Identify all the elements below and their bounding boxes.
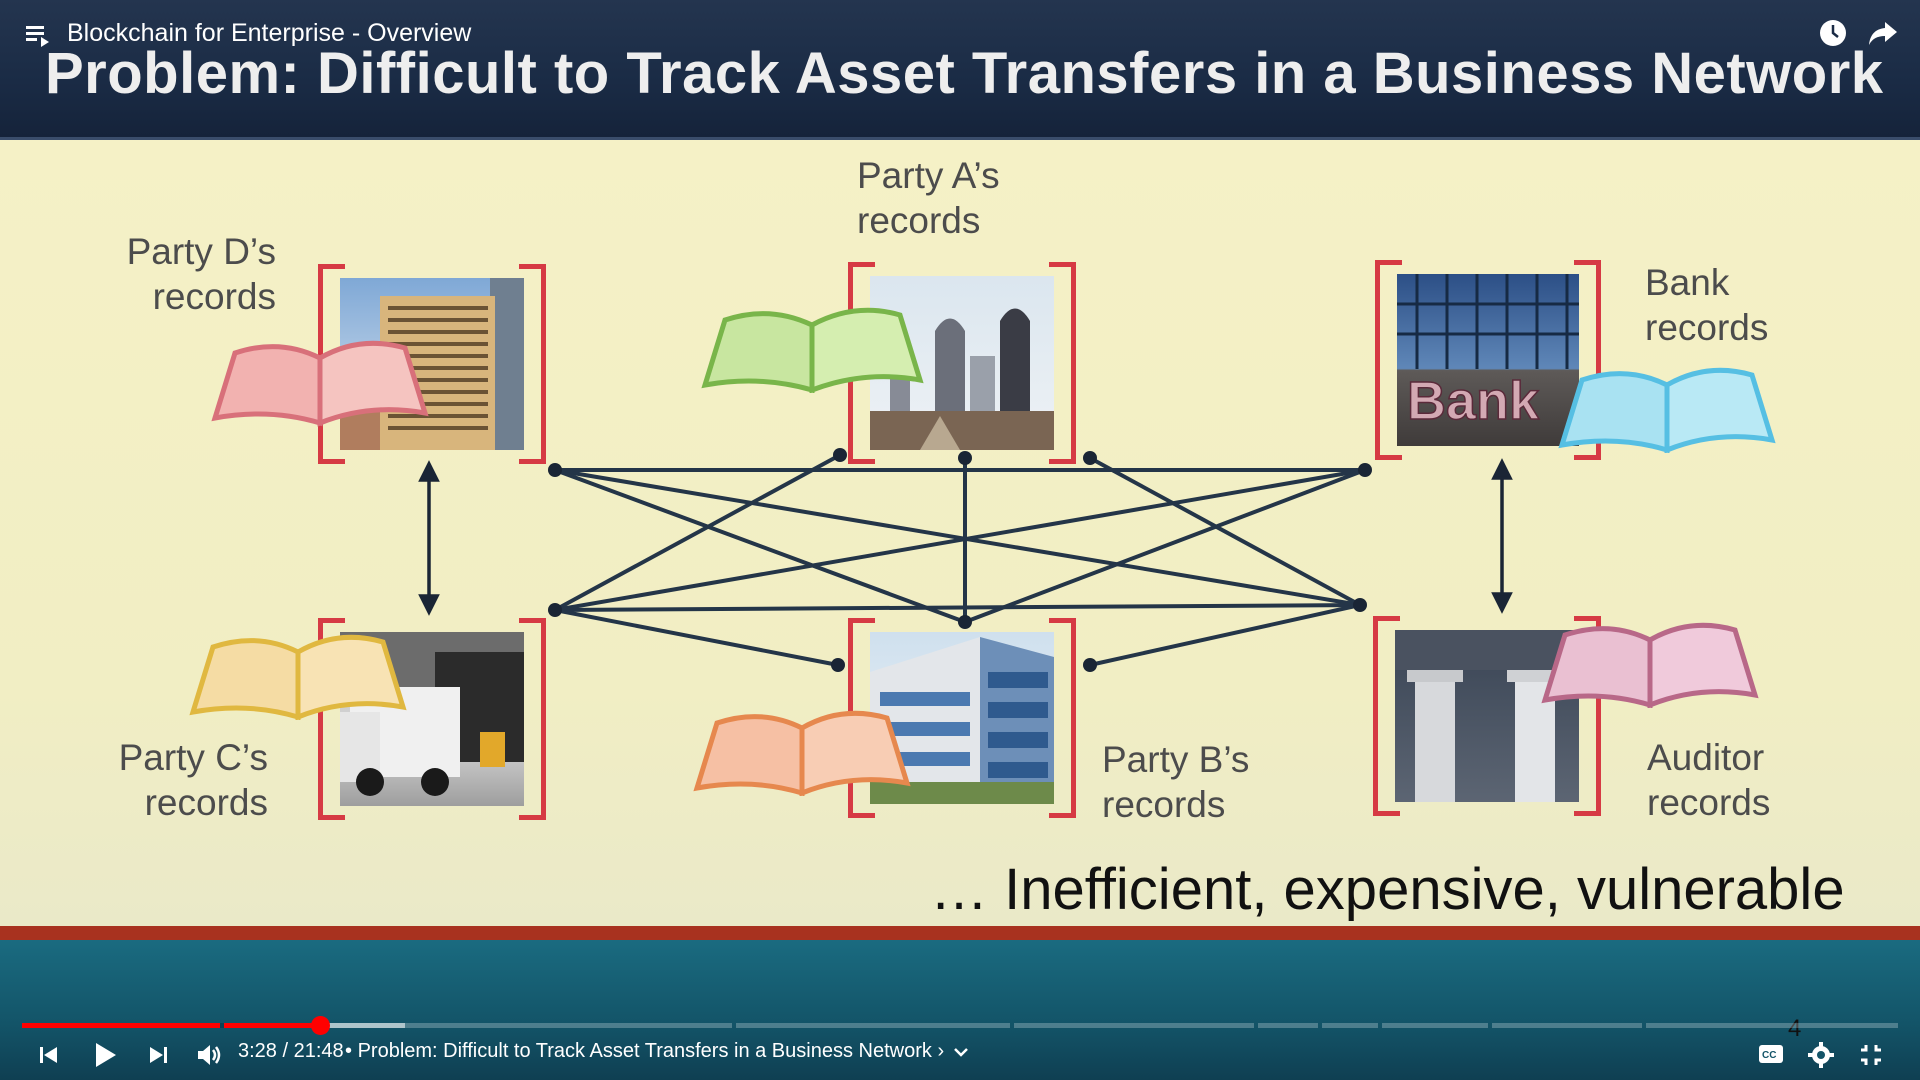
time-display: 3:28 / 21:48	[238, 1040, 344, 1063]
party-c-book-icon	[189, 634, 407, 720]
bank-frame: Bank	[1375, 260, 1601, 460]
expand-chevron-icon[interactable]	[950, 1044, 972, 1060]
party-a-frame	[848, 262, 1076, 464]
watch-later-icon[interactable]	[1817, 17, 1849, 49]
tagline: … Inefficient, expensive, vulnerable	[930, 857, 1845, 922]
slide-page-number: 4	[1788, 1015, 1802, 1042]
exit-fullscreen-icon[interactable]	[1856, 1040, 1886, 1070]
auditor-book-icon	[1541, 622, 1759, 708]
share-icon[interactable]	[1866, 17, 1900, 49]
next-icon[interactable]	[145, 1042, 171, 1068]
bank-building-photo: Bank	[1397, 274, 1579, 446]
time-separator: /	[282, 1040, 289, 1062]
settings-icon[interactable]	[1806, 1040, 1836, 1070]
chapter-title-button[interactable]: • Problem: Difficult to Track Asset Tran…	[345, 1040, 944, 1063]
delivery-truck-photo	[340, 632, 524, 806]
scrubber-handle[interactable]	[311, 1016, 331, 1035]
svg-text:CC: CC	[1762, 1050, 1776, 1061]
volume-icon[interactable]	[194, 1040, 224, 1070]
slide-footer-band	[0, 926, 1920, 940]
city-skyline-photo	[870, 276, 1054, 450]
progress-bar[interactable]	[22, 1023, 1898, 1028]
slide-title: Problem: Difficult to Track Asset Transf…	[45, 41, 1884, 106]
party-c-frame	[318, 618, 546, 820]
video-title[interactable]: Blockchain for Enterprise - Overview	[67, 19, 472, 47]
playlist-icon[interactable]	[22, 20, 52, 50]
time-current: 3:28	[238, 1040, 277, 1062]
play-icon[interactable]	[90, 1040, 120, 1070]
slide-footer-teal	[0, 940, 1920, 1080]
bank-book-icon	[1558, 367, 1776, 453]
played-fill	[22, 1023, 321, 1028]
chapter-title: Problem: Difficult to Track Asset Transf…	[357, 1040, 932, 1062]
time-total: 21:48	[293, 1040, 344, 1062]
previous-icon[interactable]	[36, 1042, 62, 1068]
auditor-frame	[1373, 616, 1601, 816]
slide-title-bar: Problem: Difficult to Track Asset Transf…	[0, 0, 1920, 140]
chapter-separator: •	[345, 1040, 353, 1062]
party-d-book-icon	[211, 340, 429, 427]
chapter-chevron-icon: ›	[937, 1040, 945, 1062]
party-b-book-icon	[693, 710, 911, 796]
columns-photo	[1395, 630, 1579, 802]
party-a-book-icon	[701, 307, 924, 393]
captions-icon[interactable]: CC	[1756, 1040, 1786, 1068]
svg-text:Bank: Bank	[1407, 371, 1540, 431]
